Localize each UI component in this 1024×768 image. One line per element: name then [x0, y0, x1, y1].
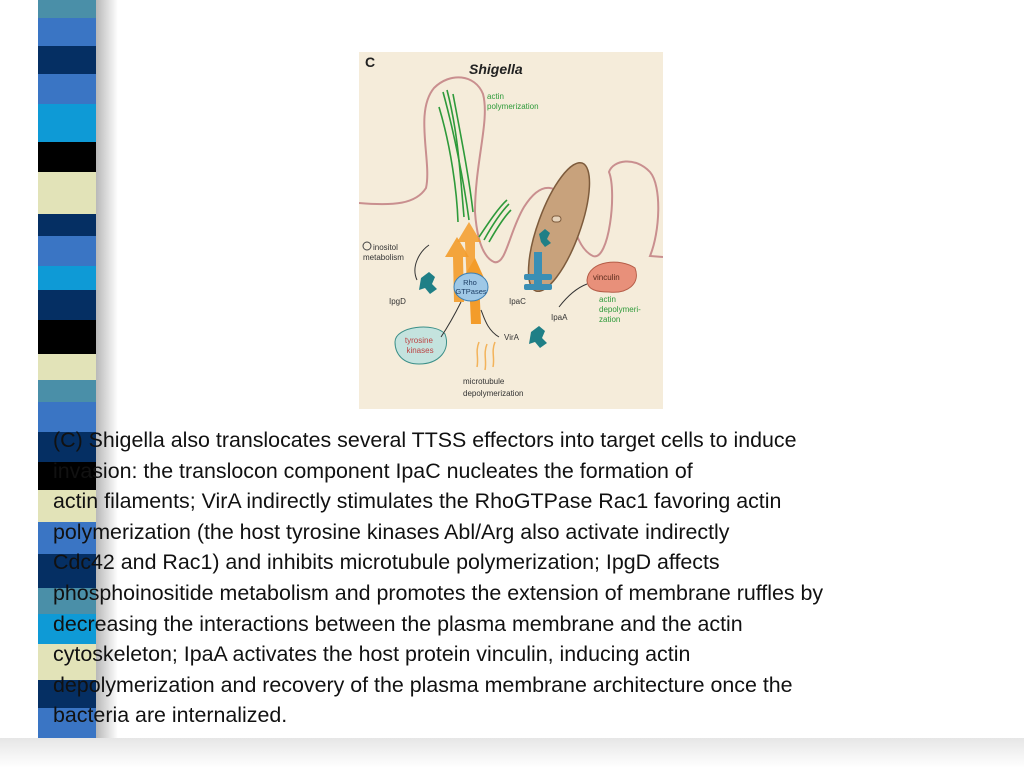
stripe-segment	[38, 142, 96, 172]
stripe-segment	[38, 46, 96, 74]
caption-line: depolymerization and recovery of the pla…	[53, 672, 793, 697]
caption-line: phosphoinositide metabolism and promotes…	[53, 580, 824, 605]
vira-arrow	[480, 309, 500, 338]
stripe-segment	[38, 708, 96, 738]
vinculin-label: vinculin	[593, 273, 620, 282]
stripe-segment	[38, 614, 96, 644]
stripe-segment	[38, 554, 96, 588]
stripe-segment	[38, 380, 96, 402]
decorative-side-stripe	[0, 0, 100, 768]
stripe-segment	[38, 680, 96, 708]
ipgd-arrow	[414, 244, 430, 281]
bottom-shade-bar	[0, 738, 1024, 768]
tyrosine-kinases-label: tyrosine kinases	[405, 336, 435, 355]
stripe-segment	[38, 402, 96, 432]
caption-line: (C) Shigella also translocates several T…	[53, 428, 797, 452]
ipgd-label: IpgD	[389, 297, 406, 306]
tyrosine-kinases-shape	[394, 326, 447, 365]
stripe-segment	[38, 0, 96, 18]
bacterial-effector-icon	[539, 229, 551, 247]
caption-line: Cdc42 and Rac1) and inhibits microtubule…	[53, 550, 720, 575]
microtubule-icon	[476, 341, 496, 371]
ipaa-to-vinculin-arrow	[558, 283, 588, 308]
stripe-segment	[38, 236, 96, 266]
stripe-segment	[38, 588, 96, 614]
vira-label: VirA	[504, 333, 520, 342]
host-membrane	[359, 76, 663, 264]
stripe-segment	[38, 104, 96, 142]
bacterium	[527, 161, 591, 293]
secretion-apparatus-icon	[524, 252, 552, 290]
ipac-label: IpaC	[509, 297, 526, 306]
actin-filaments	[438, 89, 512, 243]
stripe-segment	[38, 320, 96, 354]
tyrosine-to-rho-arrow	[440, 301, 462, 338]
rho-gtpases-shape	[453, 272, 489, 302]
caption-line: invasion: the translocon component IpaC …	[53, 458, 693, 483]
stripe-segment	[38, 290, 96, 320]
figure-title: Shigella	[469, 61, 523, 77]
caption-line: bacteria are internalized.	[53, 703, 288, 728]
stripe-shadow	[96, 0, 118, 768]
stripe-segment	[38, 522, 96, 554]
panel-letter: C	[365, 54, 375, 70]
rho-gtpases-label: Rho GTPases	[455, 278, 487, 296]
stripe-segment	[38, 18, 96, 46]
stripe-segment	[38, 462, 96, 490]
ipaa-label: IpaA	[551, 313, 568, 322]
caption: (C) Shigella also translocates several T…	[53, 425, 993, 731]
ipgd-icon	[419, 272, 437, 294]
stripe-segment	[38, 214, 96, 236]
caption-line: polymerization (the host tyrosine kinase…	[53, 519, 730, 544]
stripe-segment	[38, 432, 96, 462]
actin-depolymerization-label: actin depolymeri- zation	[599, 295, 643, 324]
vinculin-shape	[586, 261, 637, 293]
stripe-segment	[38, 490, 96, 522]
bacterium-inclusion	[551, 215, 562, 223]
microtubule-depolymerization-label: microtubule depolymerization	[463, 377, 523, 398]
inositol-metabolism-label: inositol metabolism	[363, 243, 404, 262]
caption-line: decreasing the interactions between the …	[53, 611, 743, 636]
shigella-invasion-figure: C Shigella inositol metabolism actin pol…	[359, 52, 663, 409]
stripe-segment	[38, 266, 96, 290]
caption-line: cytoskeleton; IpaA activates the host pr…	[53, 642, 691, 667]
caption-line: actin filaments; VirA indirectly stimula…	[53, 489, 782, 514]
phosphate-icon	[362, 241, 372, 251]
stripe-segment	[38, 644, 96, 680]
stripe-segment	[38, 354, 96, 380]
ipaa-icon	[529, 326, 547, 348]
stripe-segment	[38, 74, 96, 104]
actin-polymerization-label: actin polymerization	[487, 92, 539, 111]
stripe-segment	[38, 172, 96, 214]
